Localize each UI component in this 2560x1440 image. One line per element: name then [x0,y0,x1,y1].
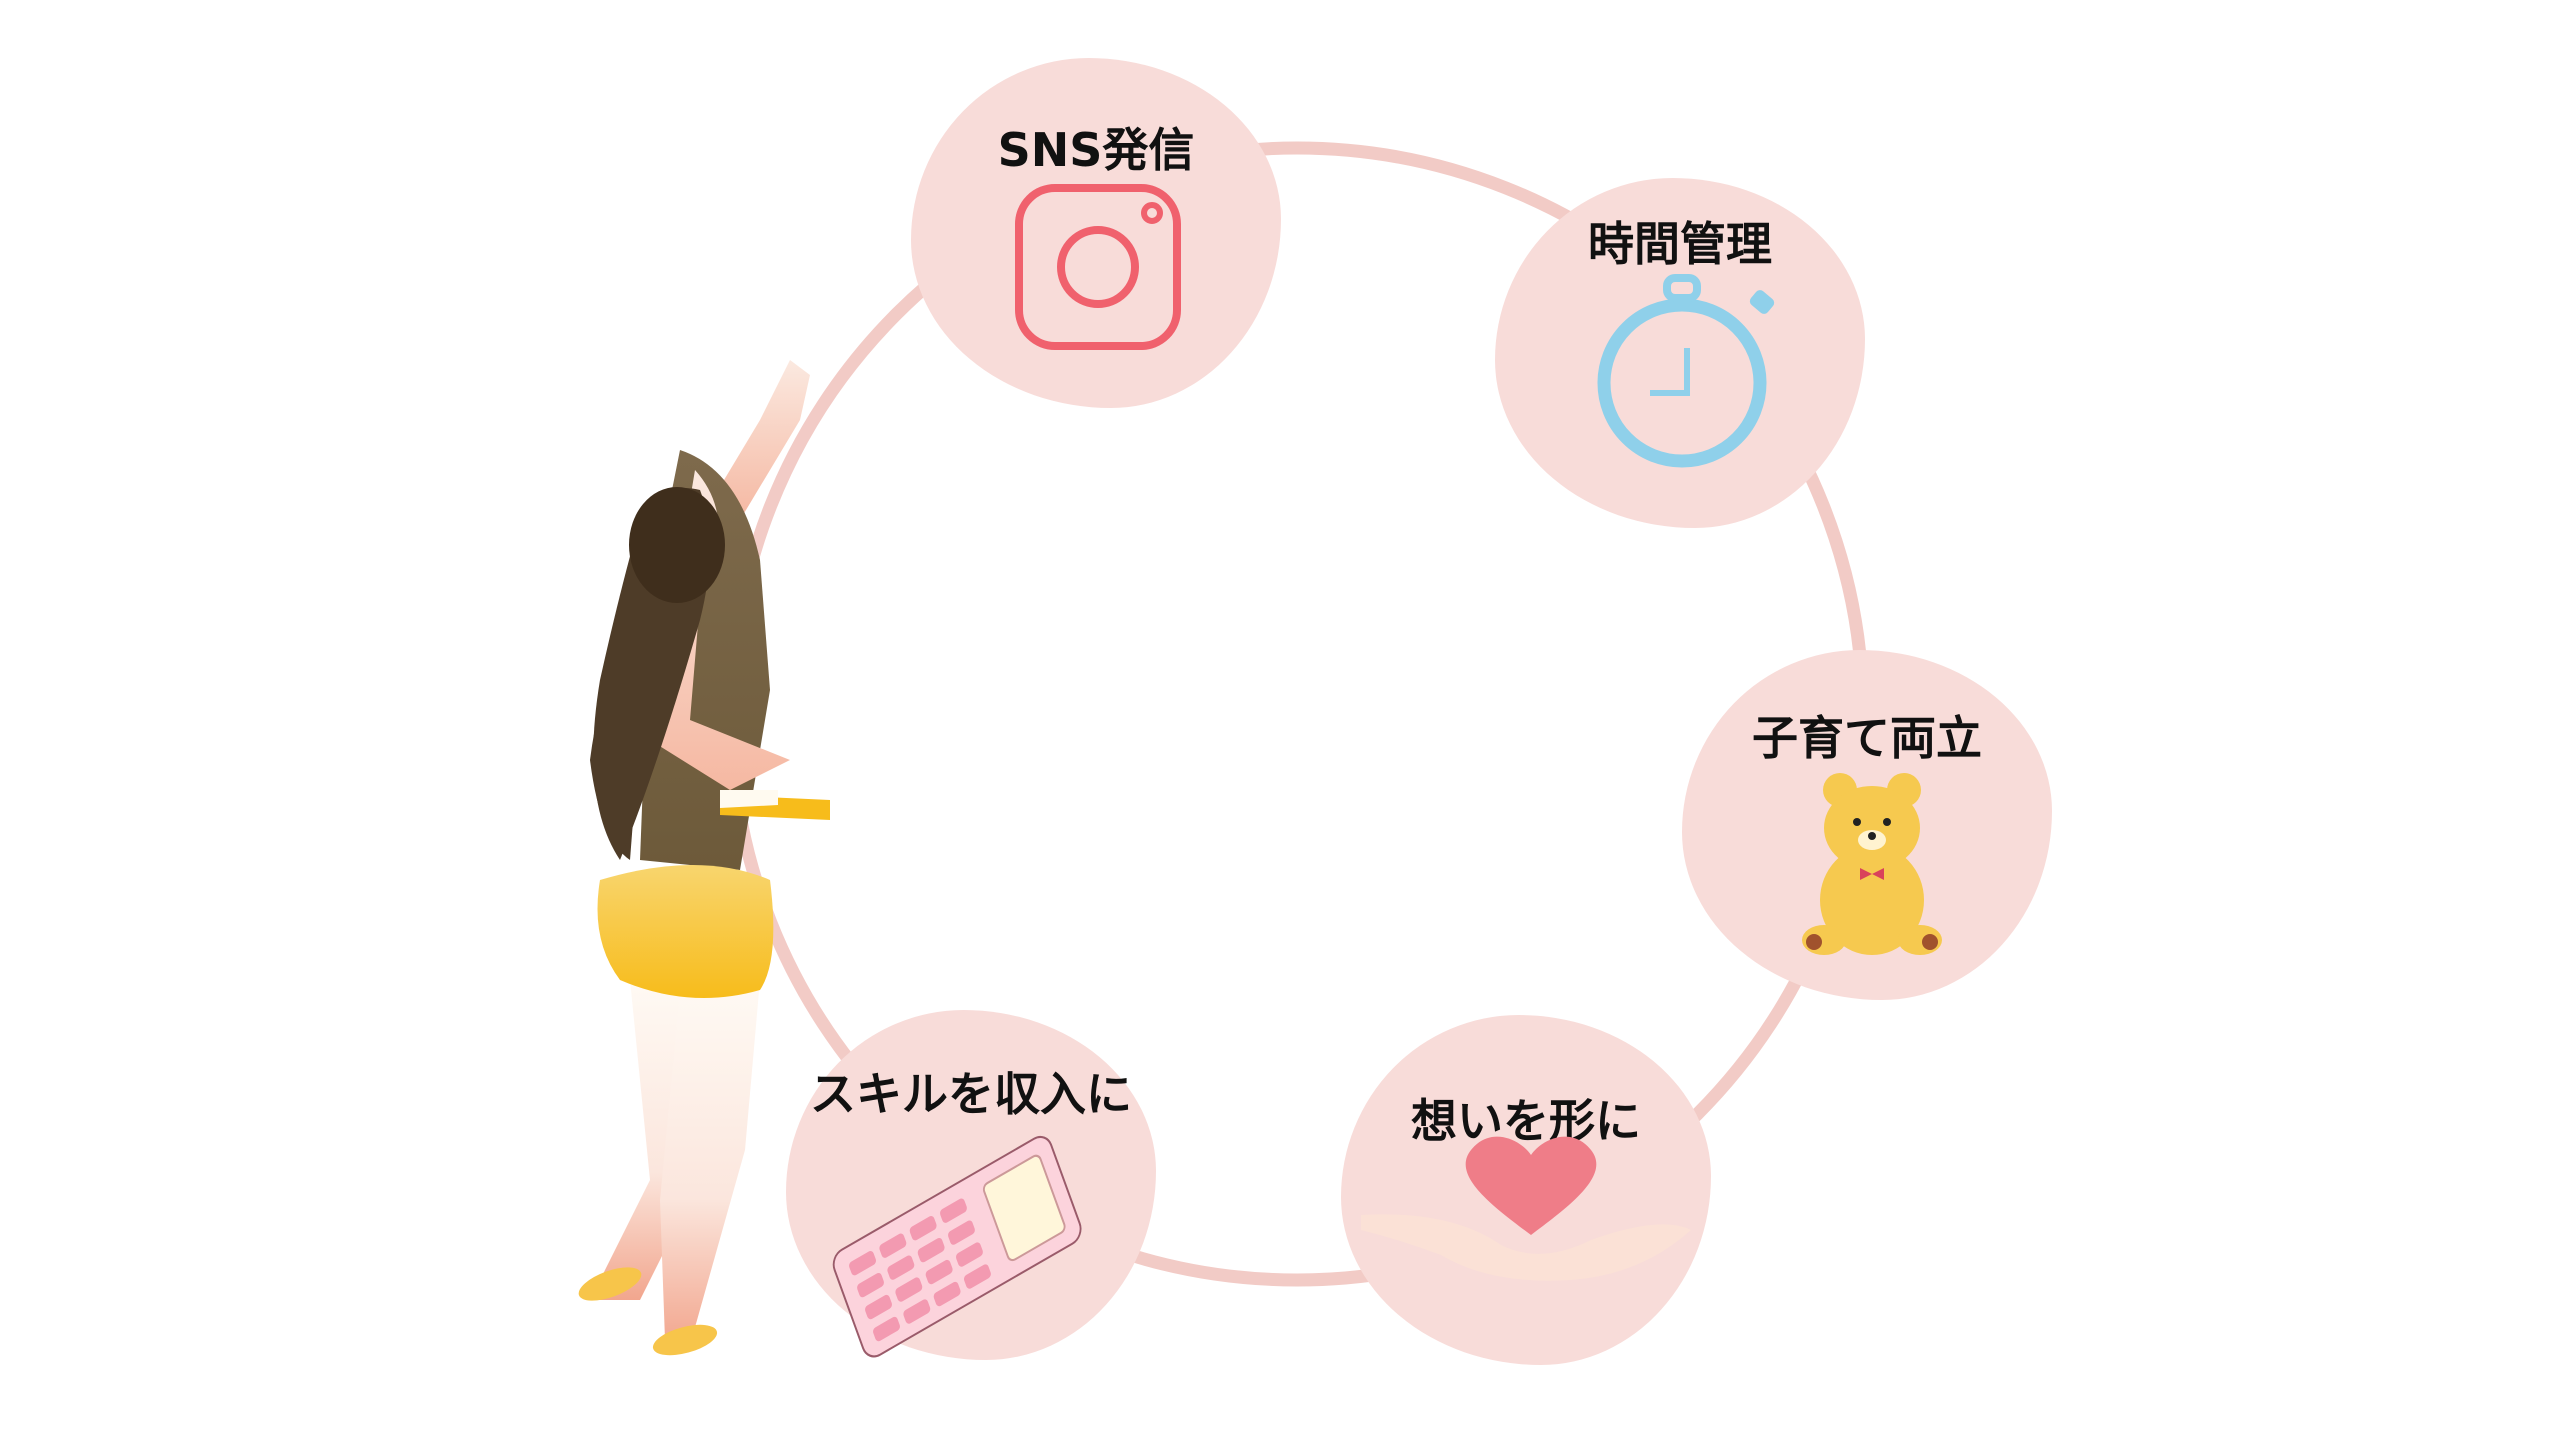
heart-in-hands-icon [1361,1136,1691,1281]
stopwatch-icon [1597,274,1775,468]
cycle-item-label: 子育て両立 [1752,711,1982,765]
teddy-bear-icon [1802,773,1942,955]
cycle-item-label: SNS発信 [997,123,1195,177]
cycle-item-label: 想いを形に [1411,1094,1641,1148]
instagram-icon [1015,184,1181,350]
cycle-item-time-management: 時間管理 [1495,178,1865,528]
cycle-item-label: 時間管理 [1588,217,1772,271]
cycle-item-label: スキルを収入に [810,1067,1132,1121]
cycle-item-skills-to-income: スキルを収入に [786,1010,1156,1360]
cycle-item-sns: SNS発信 [911,58,1281,408]
cycle-item-shape-your-ideas: 想いを形に [1341,1015,1711,1365]
cycle-item-parenting-balance: 子育て両立 [1682,650,2052,1000]
calculator-icon [832,1135,1082,1358]
